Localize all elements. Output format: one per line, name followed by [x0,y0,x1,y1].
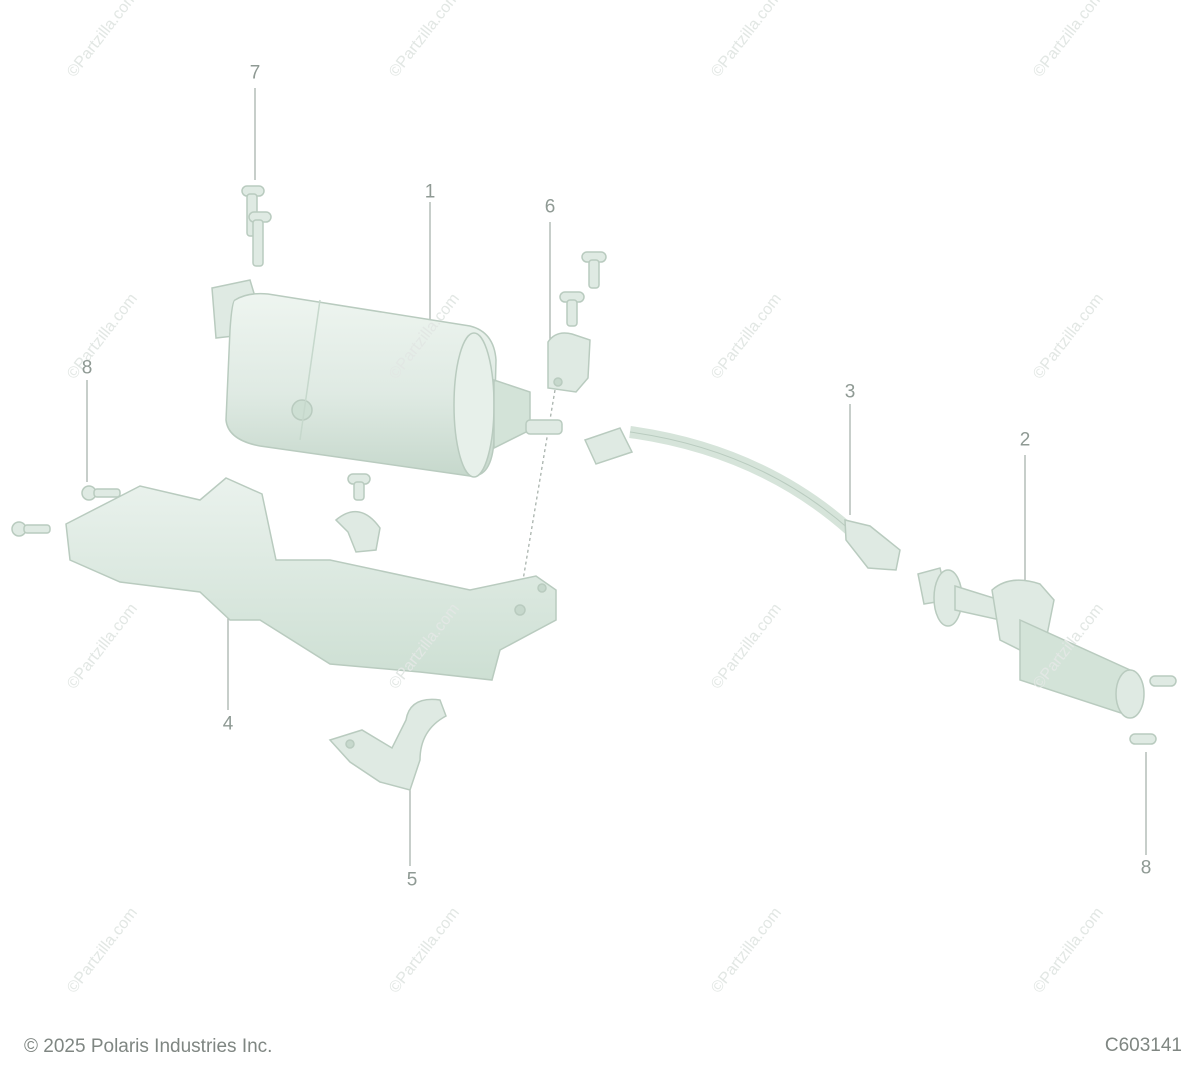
part-2-drive-gear [917,567,1177,745]
alignment-dashed-line [519,389,556,599]
part-3-cable [583,426,901,571]
callout-6: 6 [544,196,556,218]
part-1-starter-motor [211,279,563,478]
part-5-clamp [328,698,447,791]
copyright-text: © 2025 Polaris Industries Inc. [24,1036,273,1057]
part-6-clip [547,251,607,393]
diagram-code: C603141 [1104,1035,1182,1056]
callout-8-left: 8 [81,357,93,379]
part-7-bolts [241,185,272,267]
callout-2: 2 [1019,429,1031,451]
leader-lines [86,88,1147,866]
part-8-bolts-left [11,485,121,537]
callout-1: 1 [424,181,436,203]
callout-4: 4 [222,713,234,735]
callout-5: 5 [406,869,418,891]
callout-7: 7 [249,62,261,84]
callout-3: 3 [844,381,856,403]
callout-8-right: 8 [1140,857,1152,879]
part-4-bracket [65,473,557,681]
